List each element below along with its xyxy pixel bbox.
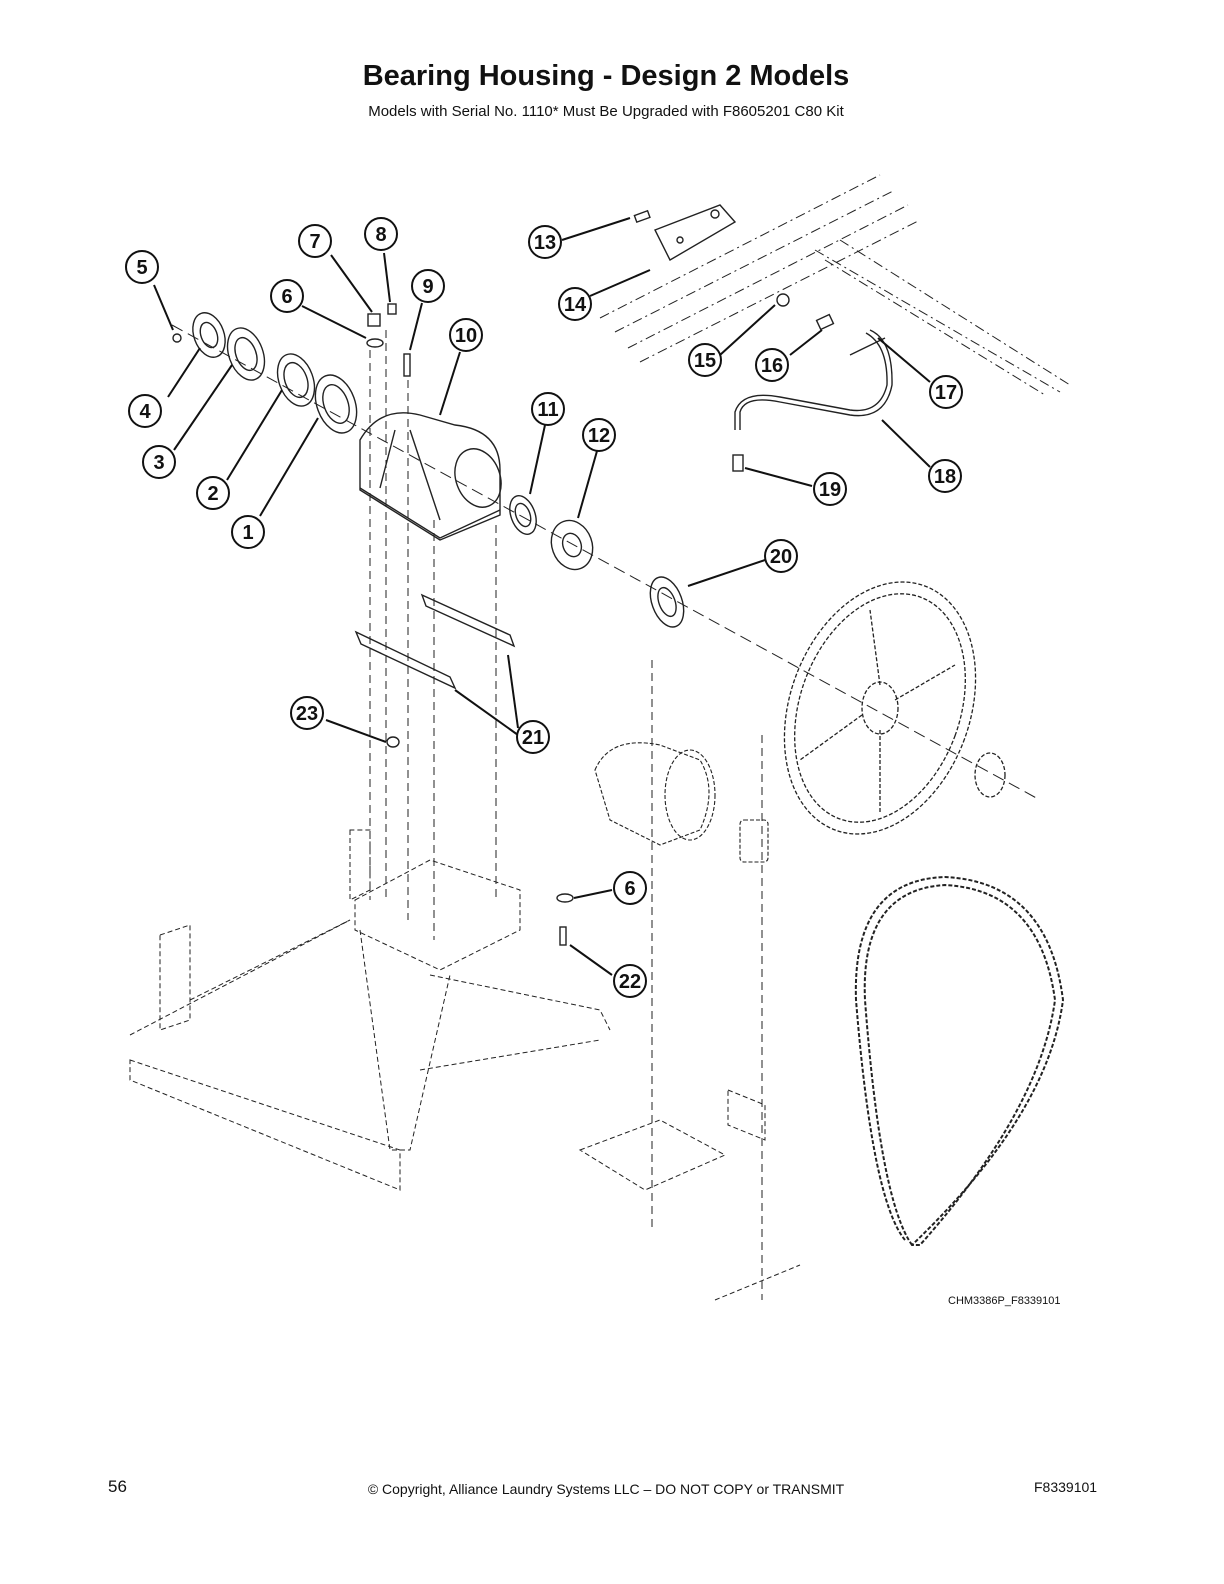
callout-19: 19 <box>819 479 841 501</box>
copyright-notice: © Copyright, Alliance Laundry Systems LL… <box>367 1481 845 1497</box>
callout-3: 3 <box>153 452 164 474</box>
callout-14: 14 <box>564 294 587 316</box>
callout-circle <box>142 445 176 479</box>
callout-circle <box>613 871 647 905</box>
callout-10: 10 <box>455 325 477 347</box>
callout-4: 4 <box>139 401 151 423</box>
callout-circle <box>411 269 445 303</box>
page-title: Bearing Housing - Design 2 Models <box>362 60 850 92</box>
callout-17: 17 <box>935 382 957 404</box>
callout-1: 1 <box>242 522 253 544</box>
callout-21: 21 <box>522 727 544 749</box>
callout-6: 6 <box>281 286 292 308</box>
callout-circle <box>813 472 847 506</box>
callout-12: 12 <box>588 425 610 447</box>
callout-23: 23 <box>296 703 318 725</box>
callout-circle <box>929 375 963 409</box>
callout-circle <box>582 418 616 452</box>
callout-13: 13 <box>534 232 556 254</box>
callout-8: 8 <box>375 224 386 246</box>
callout-circle <box>231 515 265 549</box>
callout-circle <box>688 343 722 377</box>
page-subtitle: Models with Serial No. 1110* Must Be Upg… <box>368 103 844 120</box>
leader-lines <box>153 217 931 976</box>
callout-circle <box>531 392 565 426</box>
callout-9: 9 <box>422 276 433 298</box>
callout-11: 11 <box>537 399 558 421</box>
callout-numbers: 5 4 3 2 1 6 7 8 9 10 11 12 13 14 15 16 1… <box>136 224 957 993</box>
callout-circle <box>270 279 304 313</box>
callout-circle <box>125 250 159 284</box>
callout-circle <box>196 476 230 510</box>
callout-circle <box>128 394 162 428</box>
callout-circle <box>755 348 789 382</box>
drawing-id: CHM3386P_F8339101 <box>948 1295 1061 1307</box>
callout-5: 5 <box>136 257 147 279</box>
callout-2: 2 <box>207 483 218 505</box>
callout-circle <box>528 225 562 259</box>
document-code: F8339101 <box>1034 1479 1098 1495</box>
callout-circle <box>449 318 483 352</box>
callout-16: 16 <box>761 355 783 377</box>
page-number: 56 <box>108 1477 127 1496</box>
callout-circle <box>290 696 324 730</box>
callout-22: 22 <box>619 971 641 993</box>
callout-circle <box>613 964 647 998</box>
callout-20: 20 <box>770 546 792 568</box>
callout-circle <box>364 217 398 251</box>
callout-15: 15 <box>694 350 716 372</box>
callout-circles <box>125 217 963 998</box>
callout-circle <box>764 539 798 573</box>
callout-circle <box>928 459 962 493</box>
drawing-lines <box>129 174 1071 1301</box>
callout-circle <box>558 287 592 321</box>
callout-circle <box>298 224 332 258</box>
callout-6-lower: 6 <box>624 878 635 900</box>
callout-circle <box>516 720 550 754</box>
callout-7: 7 <box>309 231 320 253</box>
callout-18: 18 <box>934 466 956 488</box>
